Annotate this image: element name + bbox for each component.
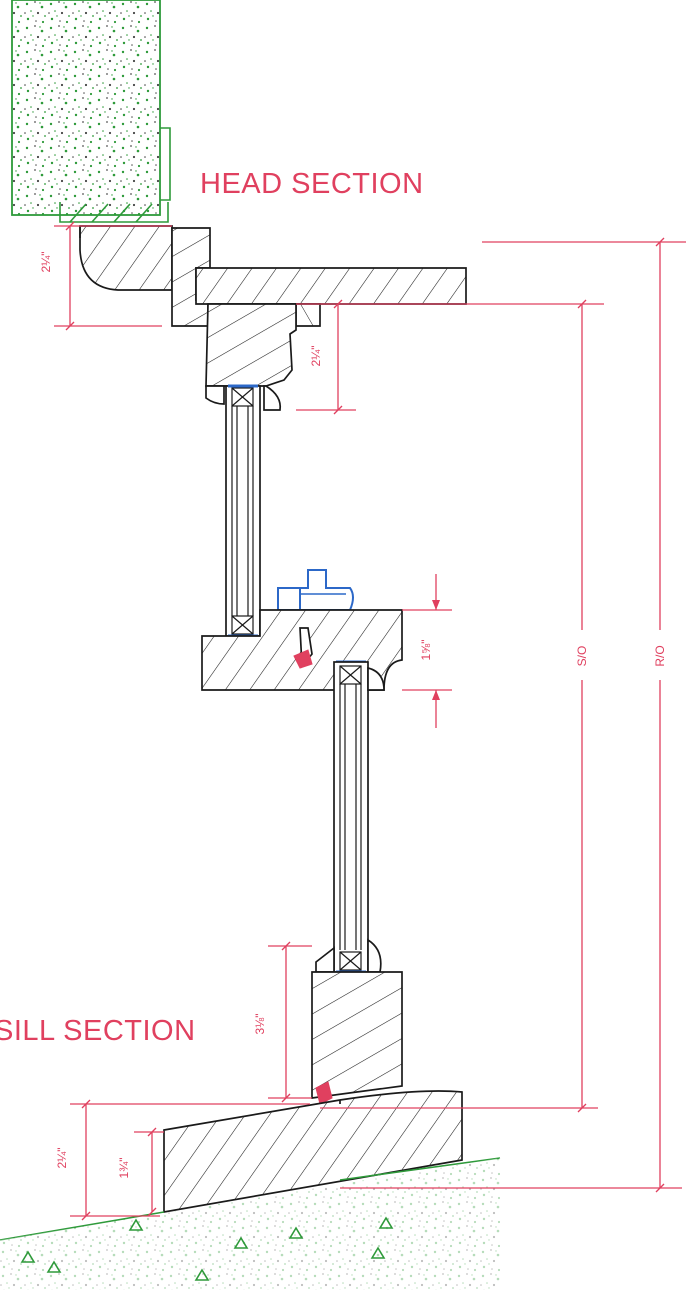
dimension-bottom-rail: 3⅛" [253, 941, 312, 1103]
dimension-sill-front: 1¾" [117, 1127, 164, 1217]
dim-sill-height-text: 2¼" [55, 1148, 69, 1169]
dim-head-casing-text: 2¼" [39, 252, 53, 273]
upper-sash-top-rail [205, 303, 297, 411]
dim-sill-front-text: 1¾" [117, 1158, 131, 1179]
sash-lock [277, 569, 354, 611]
head-brickmould [79, 225, 173, 291]
head-section-title: HEAD SECTION [200, 168, 424, 200]
dim-sash-opening-text: S/O [575, 646, 589, 667]
masonry-wall [11, 0, 171, 223]
window-sill [163, 1090, 463, 1214]
upper-glazing [225, 384, 261, 638]
dimension-head-jamb: 2¼" [296, 299, 604, 415]
concrete-below-sill [0, 1157, 501, 1290]
dimension-meeting-rail: 1⅝" [402, 574, 452, 728]
bottom-rail [311, 971, 403, 1105]
sill-section-title: SILL SECTION [0, 1015, 196, 1047]
dim-meeting-rail-text: 1⅝" [419, 640, 433, 661]
dimension-sash-opening: S/O [320, 299, 598, 1113]
lower-glazing [315, 661, 385, 974]
dimension-sill-height: 2¼" [55, 1099, 310, 1221]
dim-bottom-rail-text: 3⅛" [253, 1014, 267, 1035]
dimension-head-casing: 2¼" [39, 221, 172, 331]
dimension-rough-opening: R/O [340, 237, 686, 1193]
dim-head-jamb-text: 2¼" [309, 346, 323, 367]
dim-rough-opening-text: R/O [653, 645, 667, 666]
